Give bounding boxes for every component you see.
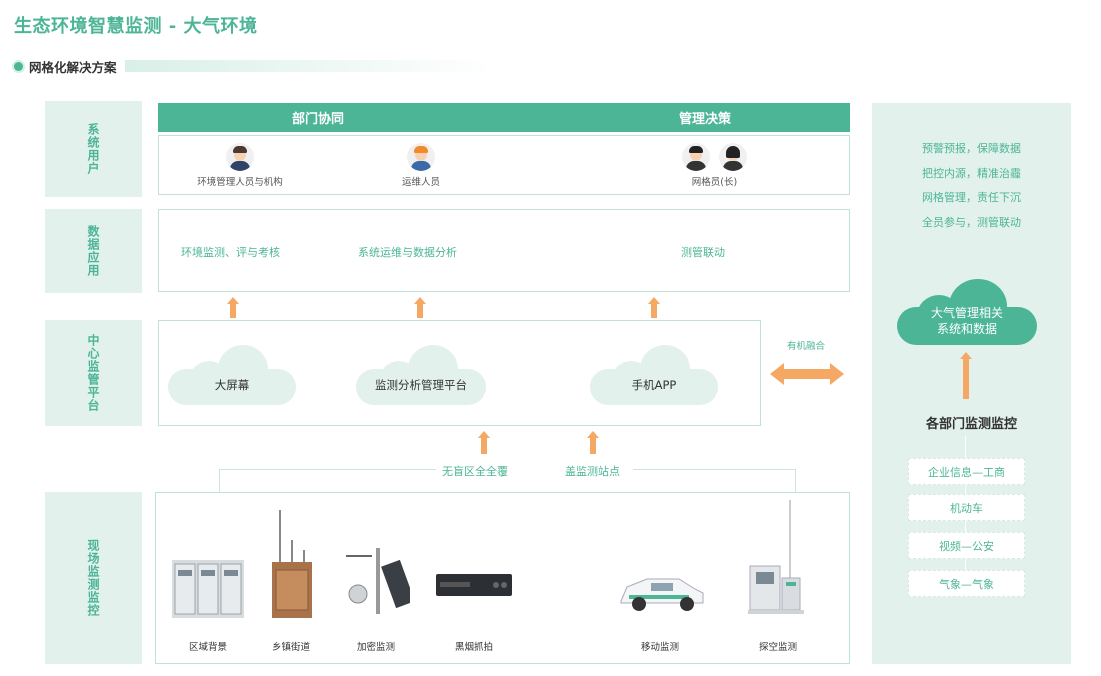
cloud-atmosphere-system: 大气管理相关 系统和数据 xyxy=(897,279,1037,345)
arrow-up-icon xyxy=(227,297,239,318)
arrow-up-icon xyxy=(414,297,426,318)
cloud-analysis-platform: 监测分析管理平台 xyxy=(356,345,486,405)
sounding-icon xyxy=(748,500,804,614)
header-management-decision: 管理决策 xyxy=(679,112,732,127)
user-grid-member: 网格员(长) xyxy=(672,143,757,188)
section-heading: 网格化解决方案 xyxy=(14,57,494,75)
bullet-icon xyxy=(14,61,23,71)
arrow-up-icon xyxy=(648,297,660,318)
worker-avatar-icon xyxy=(407,143,435,171)
manager-avatar-icon xyxy=(226,143,254,171)
dept-item-vehicle: 机动车 xyxy=(908,494,1025,521)
right-line-4: 全员参与，测管联动 xyxy=(922,216,1021,229)
right-line-3: 网格管理，责任下沉 xyxy=(922,191,1021,204)
data-app-panel xyxy=(158,209,850,292)
car-icon xyxy=(620,578,704,611)
user-ops: 运维人员 xyxy=(381,143,461,188)
dept-item-video: 视频—公安 xyxy=(908,532,1025,559)
row-label-field: 现场监测监控 xyxy=(45,492,142,664)
arrow-up-icon xyxy=(960,352,972,399)
row-label-data-app: 数据应用 xyxy=(45,209,142,293)
cabinet-icon xyxy=(172,560,244,618)
station-icon xyxy=(272,510,312,618)
recorder-icon xyxy=(436,574,512,596)
connector-line xyxy=(219,469,220,492)
double-arrow-icon xyxy=(770,363,844,385)
field-item-smoke: 黑烟抓拍 xyxy=(454,642,493,653)
row-label-center: 中心监管平台 xyxy=(45,320,142,426)
cloud-big-screen: 大屏幕 xyxy=(168,345,296,405)
heading-decor-bar xyxy=(124,60,494,72)
cloud-mobile-app: 手机APP xyxy=(590,345,718,405)
connector-line xyxy=(633,469,795,470)
field-item-township: 乡镇街道 xyxy=(271,642,310,653)
woman-avatar-icon xyxy=(719,143,748,171)
connector-line xyxy=(219,469,436,470)
dept-item-weather: 气象—气象 xyxy=(908,570,1025,597)
header-dept-cooperation: 部门协同 xyxy=(292,112,345,127)
man-avatar-icon xyxy=(681,143,710,171)
arrow-up-icon xyxy=(587,431,599,454)
users-header: 部门协同 管理决策 xyxy=(158,103,850,132)
arrow-up-icon xyxy=(478,431,490,454)
right-line-2: 把控内源，精准治霾 xyxy=(922,167,1021,180)
data-item-ops-analysis: 系统运维与数据分析 xyxy=(358,246,457,259)
dept-title: 各部门监测监控 xyxy=(925,417,1017,432)
section-title: 网格化解决方案 xyxy=(29,59,117,75)
field-item-sounding: 探空监测 xyxy=(758,642,797,653)
right-line-1: 预警预报，保障数据 xyxy=(922,142,1021,155)
connector-line xyxy=(795,469,796,492)
page-title: 生态环境智慧监测 - 大气环境 xyxy=(14,16,258,37)
dept-item-business: 企业信息—工商 xyxy=(908,458,1025,485)
data-item-assessment: 环境监测、评与考核 xyxy=(181,246,280,259)
field-item-dense: 加密监测 xyxy=(356,642,395,653)
row-label-users: 系统用户 xyxy=(45,101,142,197)
coverage-right: 盖监测站点 xyxy=(565,465,620,478)
fusion-label: 有机融合 xyxy=(787,341,826,352)
field-item-regional: 区域背景 xyxy=(188,642,227,653)
camera-pole-icon xyxy=(346,548,410,614)
data-item-linkage: 测管联动 xyxy=(681,246,725,259)
user-env-manager: 环境管理人员与机构 xyxy=(190,143,290,188)
coverage-left: 无盲区全全覆 xyxy=(442,465,508,478)
field-item-mobile: 移动监测 xyxy=(640,642,679,653)
